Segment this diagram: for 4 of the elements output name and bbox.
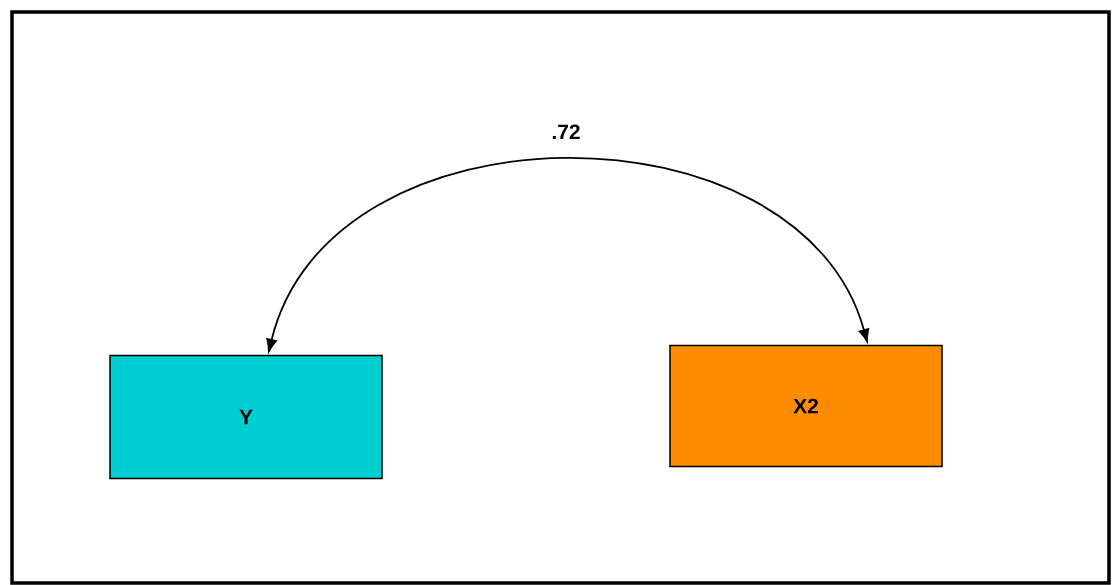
- edge-label: .72: [549, 122, 583, 142]
- variable-box: Y: [109, 354, 383, 480]
- curved-arrow: [266, 156, 870, 353]
- variable-box: X2: [669, 344, 943, 468]
